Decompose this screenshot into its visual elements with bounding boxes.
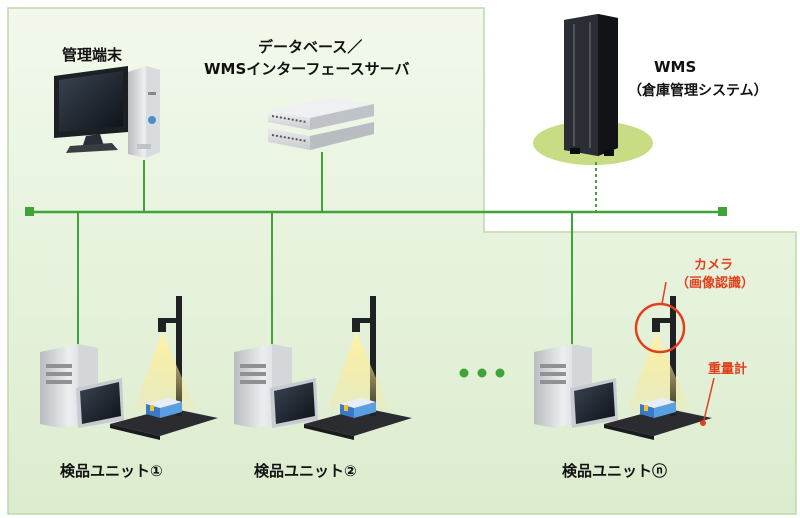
- camera-annotation-line2: （画像認識）: [676, 276, 755, 291]
- package-box: [640, 398, 676, 418]
- ellipsis-dot: [459, 368, 469, 378]
- admin-terminal-label: 管理端末: [62, 46, 123, 64]
- unit-scale-platform: [110, 408, 218, 440]
- db-server-label-line1: データベース／: [258, 38, 363, 56]
- camera-light-cone: [134, 332, 196, 410]
- camera-leader-line: [661, 281, 667, 305]
- ellipsis-dot: [495, 368, 505, 378]
- unit-2-label: 検品ユニット②: [254, 462, 357, 480]
- camera-annotation-line1: カメラ: [694, 258, 734, 273]
- unit-camera-stand: [352, 296, 376, 416]
- db-server-label-line2: WMSインターフェースサーバ: [204, 60, 410, 78]
- unit-monitor-icon: [570, 378, 618, 428]
- db-server-icon: [268, 98, 374, 150]
- wms-label-line2: （倉庫管理システム）: [628, 83, 768, 99]
- admin-terminal-icon: [54, 66, 160, 158]
- inspection-unit-2: [234, 296, 412, 440]
- wms-server-icon: [564, 14, 618, 156]
- camera-highlight-circle: [634, 302, 686, 354]
- inspection-unit-n: [534, 296, 712, 440]
- unit-1-label: 検品ユニット①: [60, 462, 163, 480]
- unit-monitor-icon: [270, 378, 318, 428]
- camera-light-cone: [628, 332, 690, 410]
- package-box: [146, 398, 182, 418]
- scale-annotation: 重量計: [708, 362, 748, 377]
- unit-camera-stand: [158, 296, 182, 416]
- wms-label-line1: WMS: [654, 58, 697, 76]
- scale-leader-line: [703, 377, 715, 421]
- ellipsis-dot: [477, 368, 487, 378]
- inspection-unit-1: [40, 296, 218, 440]
- camera-light-cone: [328, 332, 390, 410]
- backbone-end-left: [25, 207, 34, 216]
- unit-scale-platform: [304, 408, 412, 440]
- unit-scale-platform: [604, 408, 712, 440]
- package-box: [340, 398, 376, 418]
- backbone-end-right: [718, 207, 727, 216]
- unit-camera-stand: [652, 296, 676, 416]
- unit-monitor-icon: [76, 378, 124, 428]
- scale-pointer-dot: [700, 420, 706, 426]
- unit-n-label: 検品ユニットⓝ: [562, 462, 668, 480]
